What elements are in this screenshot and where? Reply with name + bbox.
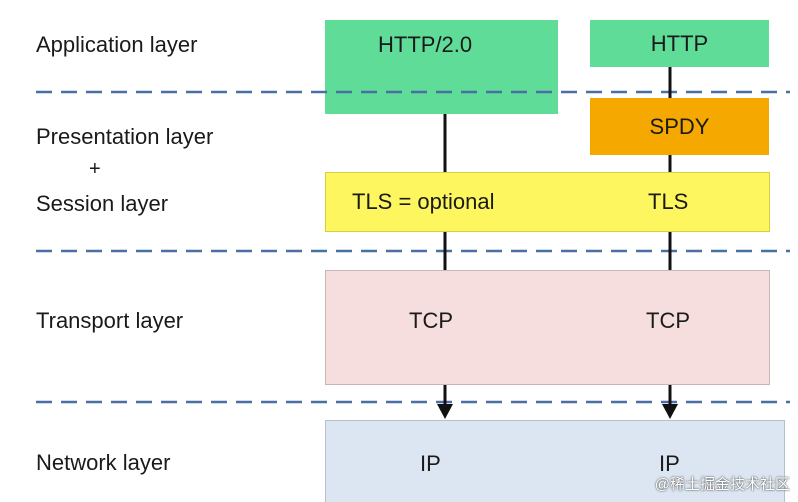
tls-box xyxy=(325,172,770,232)
tcp-box xyxy=(325,270,770,385)
tls-optional-label: TLS = optional xyxy=(352,189,495,214)
spdy-box: SPDY xyxy=(590,98,769,155)
ip-right-label: IP xyxy=(659,451,680,476)
network-layer-label: Network layer xyxy=(36,450,171,475)
left-arrowhead xyxy=(437,404,453,419)
spdy-label: SPDY xyxy=(649,113,710,139)
transport-layer-label: Transport layer xyxy=(36,308,184,333)
tcp-right-label: TCP xyxy=(646,308,690,333)
tls-label: TLS xyxy=(648,189,689,214)
session-layer-label: Session layer xyxy=(36,191,169,216)
ip-left-label: IP xyxy=(420,451,441,476)
plus-sign: + xyxy=(89,158,101,180)
ip-box xyxy=(325,420,785,502)
http2-box xyxy=(325,20,558,114)
watermark: @稀土掘金技术社区 xyxy=(654,476,790,493)
http-box: HTTP xyxy=(590,20,769,67)
application-layer-label: Application layer xyxy=(36,32,198,57)
tcp-left-label: TCP xyxy=(409,308,453,333)
right-arrowhead xyxy=(662,404,678,419)
http2-label: HTTP/2.0 xyxy=(378,32,473,57)
http-label: HTTP xyxy=(650,30,709,56)
presentation-layer-label: Presentation layer xyxy=(36,124,214,149)
